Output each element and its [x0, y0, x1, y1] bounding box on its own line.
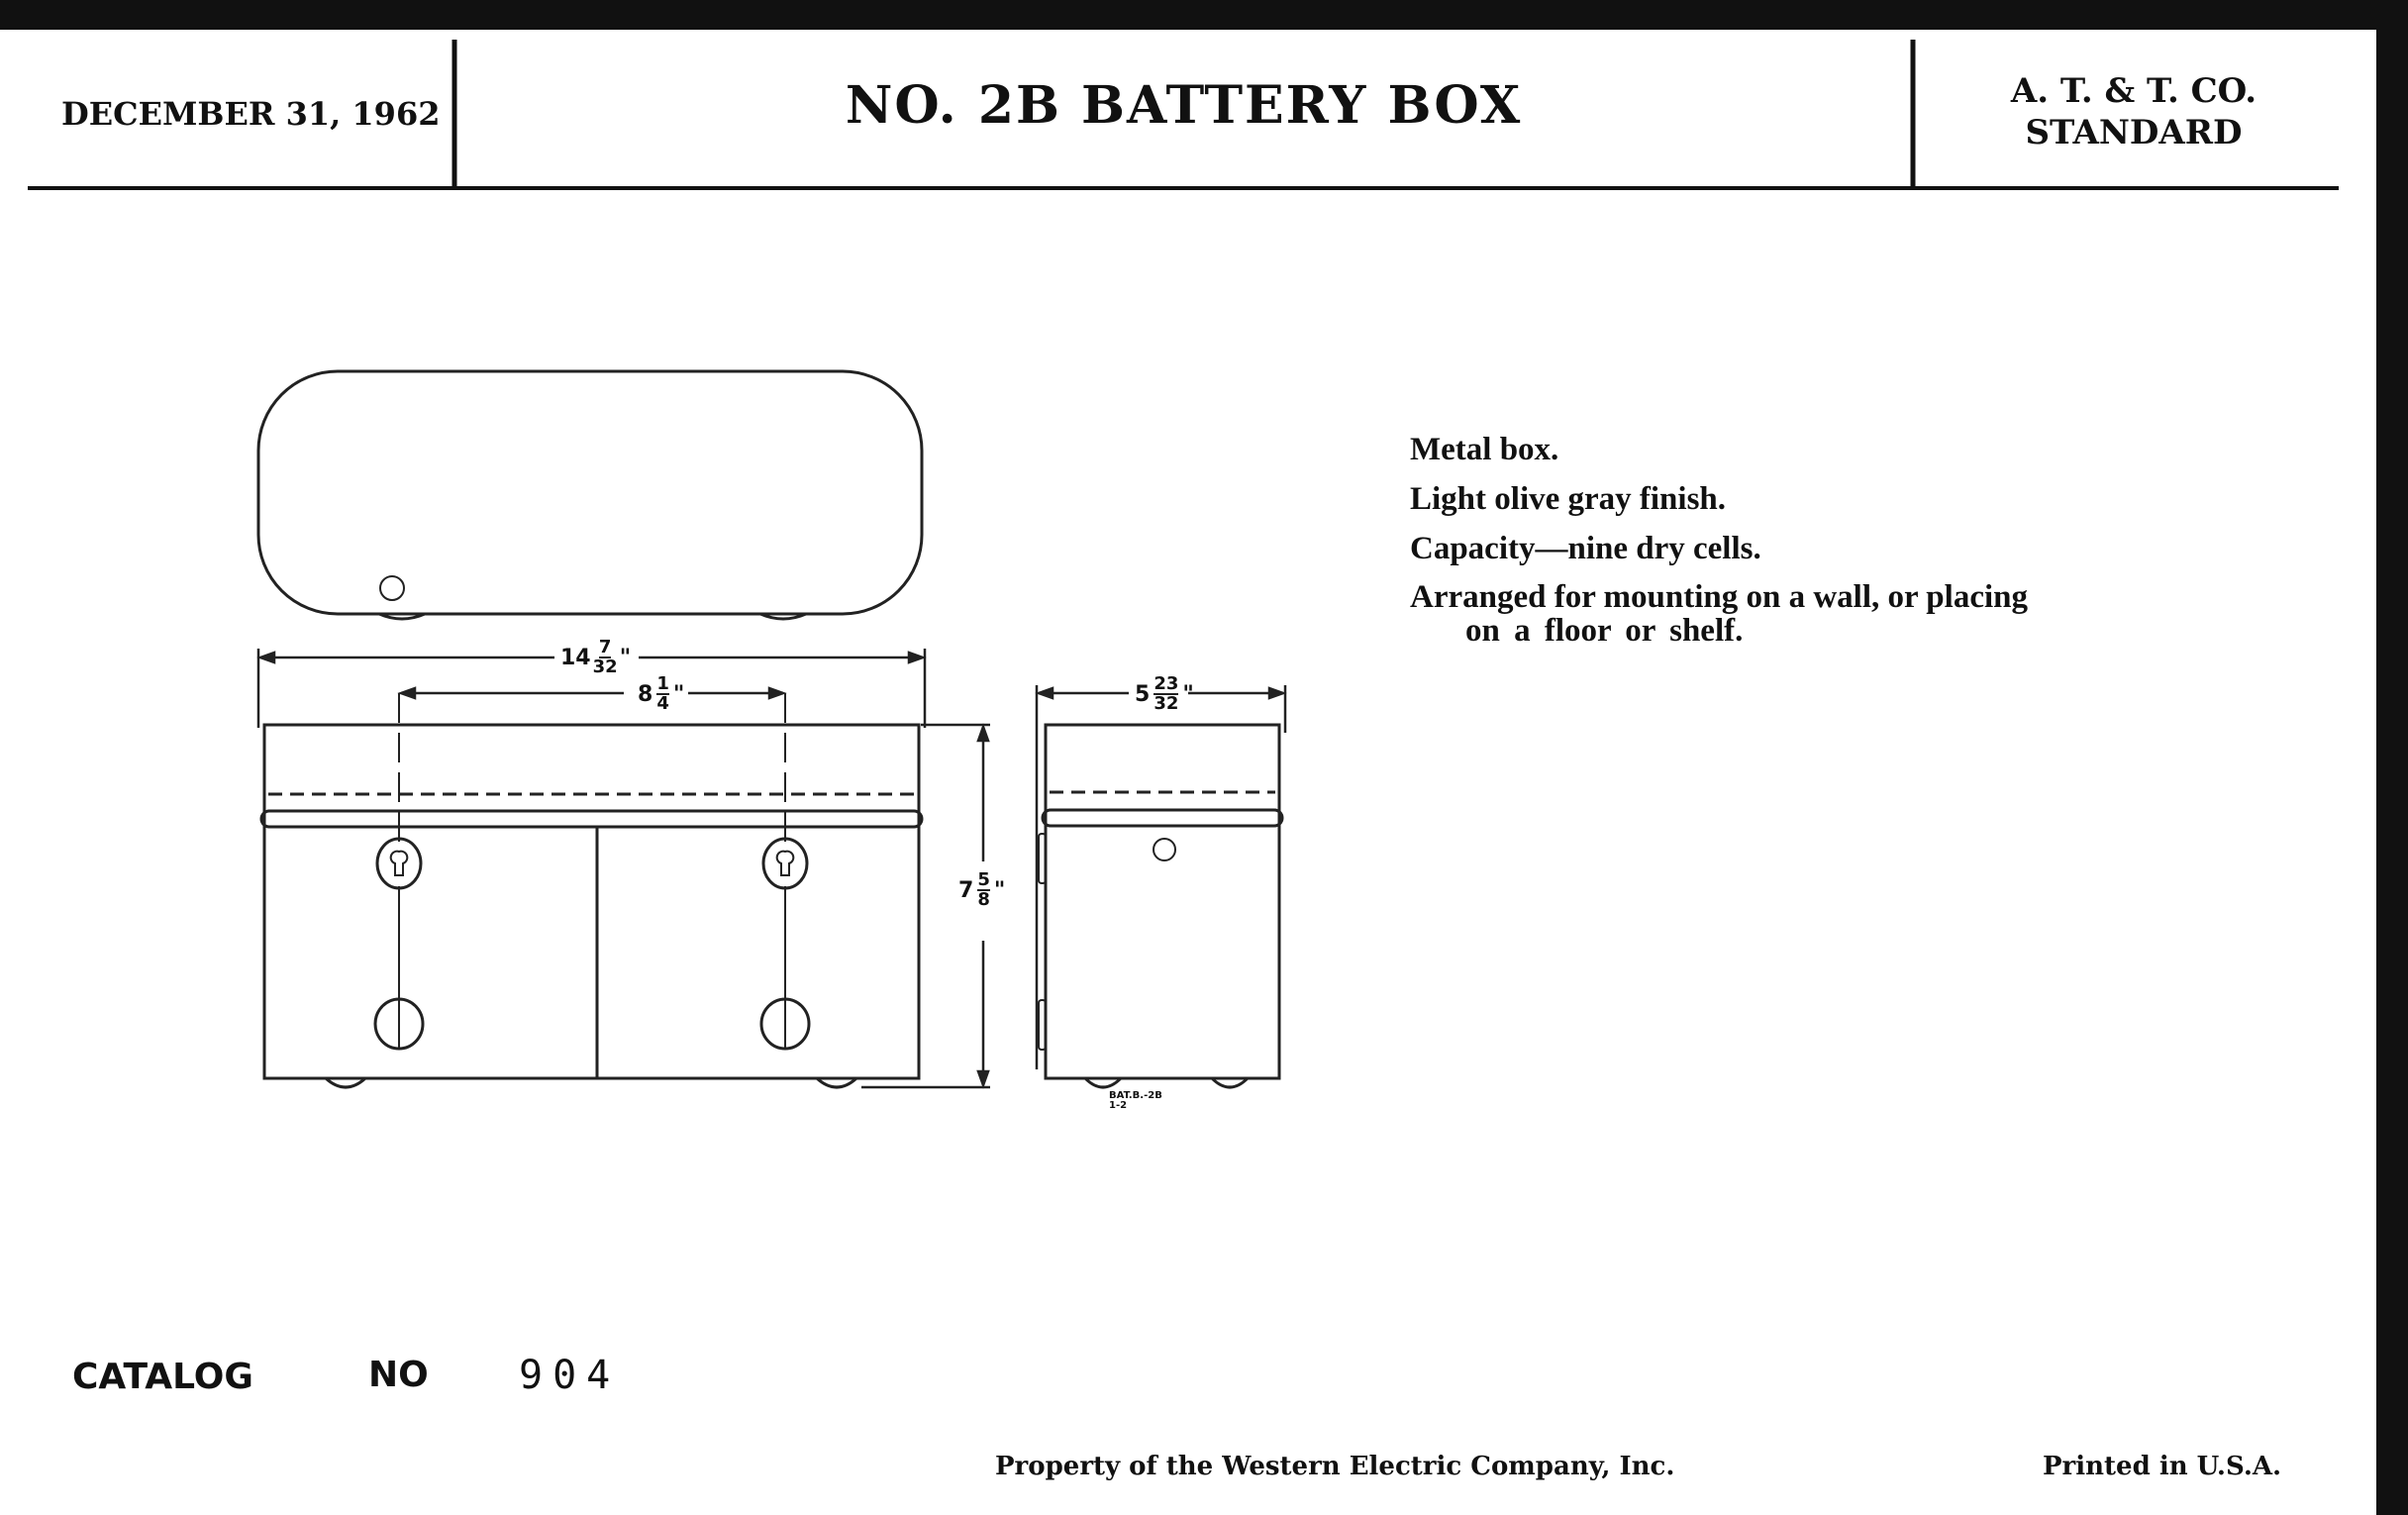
footer-printed: Printed in U.S.A.	[2043, 1452, 2282, 1481]
spec-line: Light olive gray finish.	[1410, 481, 1727, 517]
hole-right	[759, 997, 811, 1051]
footer-property: Property of the Western Electric Company…	[995, 1452, 1675, 1481]
side-view	[1038, 723, 1284, 1089]
standard-label-line2: STANDARD	[2025, 113, 2243, 152]
keyhole-right	[761, 837, 809, 890]
top-view	[256, 369, 924, 621]
catalog-number: 904	[519, 1353, 621, 1398]
spec-line: Metal box.	[1410, 432, 1559, 467]
dimension-lines	[256, 649, 1287, 1089]
standard-label-line1: A. T. & T. CO.	[2010, 71, 2258, 111]
drawing-code: BAT.B.-2B 1-2	[1109, 1090, 1162, 1111]
spec-line: Arranged for mounting on a wall, or plac…	[1410, 579, 2028, 615]
spec-line: Capacity—nine dry cells.	[1410, 531, 1761, 566]
battery-box-drawing	[256, 369, 1287, 1089]
catalog-no-label: NO	[368, 1355, 429, 1395]
page-title: NO. 2B BATTERY BOX	[845, 75, 1523, 136]
spec-line: on a floor or shelf.	[1465, 613, 1744, 649]
document-date: DECEMBER 31, 1962	[61, 95, 441, 133]
scan-top-edge	[0, 0, 2408, 30]
front-view	[259, 693, 924, 1089]
hole-left	[373, 997, 425, 1051]
scan-right-edge	[2376, 0, 2408, 1515]
keyhole-left	[375, 837, 423, 890]
catalog-label: CATALOG	[72, 1357, 253, 1397]
